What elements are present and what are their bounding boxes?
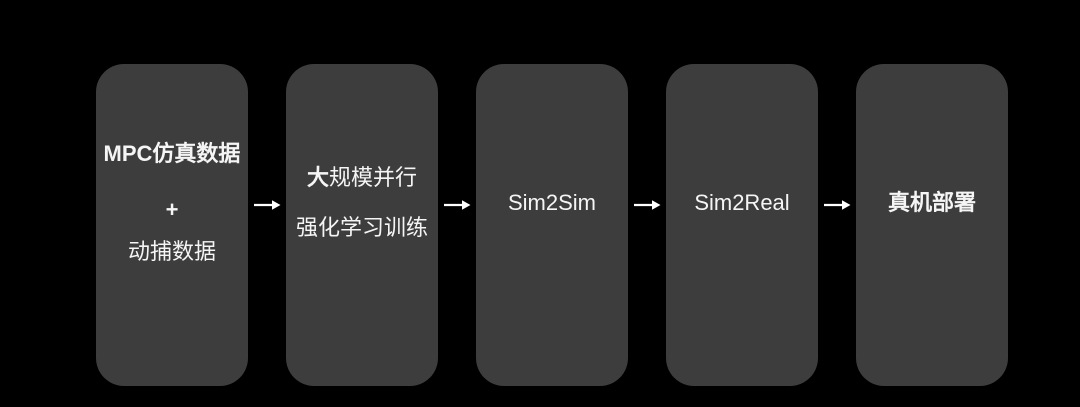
arrow-right-icon [254,200,281,210]
plus-sign: + [165,197,179,222]
pipeline-flow-diagram: MPC仿真数据 + 动捕数据 大规模并行 强化学习训练 Sim2Sim Sim2… [96,64,1008,386]
stage-label: Sim2Sim [507,190,596,215]
arrow-right-icon [634,200,661,210]
flow-arrow-4 [818,199,856,211]
stage-box-parallel-rl-training: 大规模并行 强化学习训练 [286,64,438,386]
stage-box-mpc-and-mocap-data: MPC仿真数据 + 动捕数据 [96,64,248,386]
stage-label-line: 动捕数据 [127,239,216,264]
stage-label: Sim2Real [694,190,790,215]
stage-label-line: MPC仿真数据 [103,141,241,166]
flow-arrow-3 [628,199,666,211]
flow-arrow-2 [438,199,476,211]
stage-label-lead: 大 [306,165,329,190]
stage-label-line: 强化学习训练 [295,215,428,240]
stage-label: 真机部署 [887,190,976,215]
flow-arrow-1 [248,199,286,211]
stage-box-sim2real: Sim2Real [666,64,818,386]
stage-label-rest: 规模并行 [329,165,418,190]
stage-box-sim2sim: Sim2Sim [476,64,628,386]
arrow-right-icon [444,200,471,210]
stage-label-line: 大规模并行 [307,163,417,193]
stage-box-real-robot-deployment: 真机部署 [856,64,1008,386]
arrow-right-icon [824,200,851,210]
